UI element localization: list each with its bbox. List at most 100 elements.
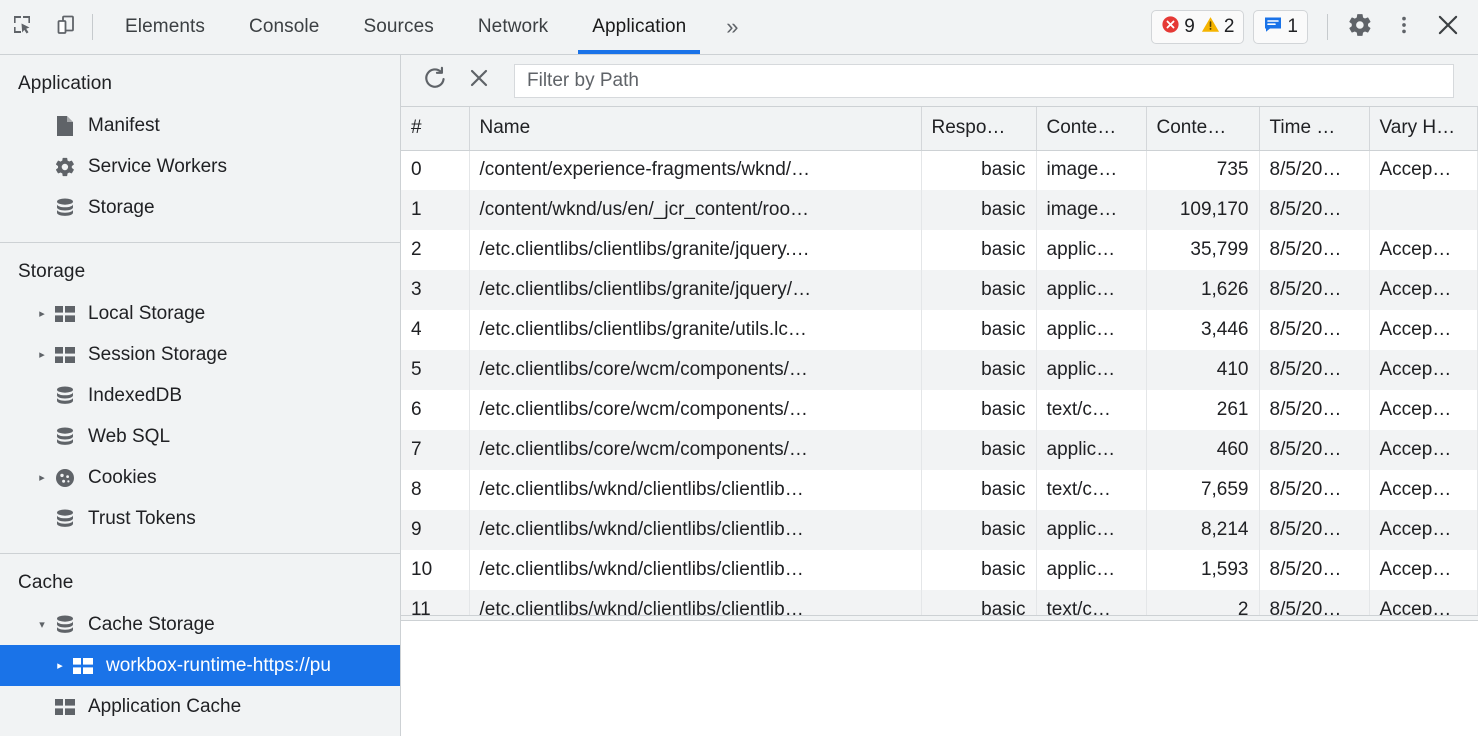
cell-response-type: basic (921, 430, 1037, 470)
more-options-button[interactable] (1382, 5, 1426, 49)
table-row[interactable]: 9/etc.clientlibs/wknd/clientlibs/clientl… (401, 510, 1478, 550)
delete-selected-button[interactable] (457, 59, 501, 103)
database-icon (52, 508, 78, 530)
table-row[interactable]: 10/etc.clientlibs/wknd/clientlibs/client… (401, 550, 1478, 590)
toolbar-right-group: 9 2 (1151, 5, 1478, 49)
cell-name: /etc.clientlibs/clientlibs/granite/utils… (469, 310, 922, 350)
cell-vary-header: Accep… (1369, 390, 1478, 430)
device-toolbar-button[interactable] (44, 5, 88, 49)
more-tabs-button[interactable]: » (726, 14, 739, 39)
cell-vary-header: Accep… (1369, 430, 1478, 470)
cell-time-cached: 8/5/20… (1259, 350, 1370, 390)
sidebar-item-label: Storage (88, 196, 155, 218)
table-row[interactable]: 0/content/experience-fragments/wknd/…bas… (401, 150, 1478, 190)
cell-index: 3 (401, 270, 470, 310)
warning-icon (1201, 15, 1220, 40)
tab-console[interactable]: Console (249, 16, 320, 37)
warning-counter[interactable]: 2 (1201, 15, 1235, 40)
settings-button[interactable] (1338, 5, 1382, 49)
sidebar-item-label: Session Storage (88, 343, 228, 365)
sidebar-section-application: Application▸Manifest▸Service Workers▸Sto… (0, 55, 400, 243)
sidebar-item-application-cache[interactable]: ▸Application Cache (0, 686, 400, 727)
cell-time-cached: 8/5/20… (1259, 590, 1370, 615)
cell-content-type: text/c… (1036, 470, 1147, 510)
cell-vary-header: Accep… (1369, 510, 1478, 550)
chevron-right-icon: ▸ (34, 430, 50, 443)
cell-content-length: 2 (1146, 590, 1260, 615)
table-row[interactable]: 2/etc.clientlibs/clientlibs/granite/jque… (401, 230, 1478, 270)
messages-counter-group[interactable]: 1 (1253, 10, 1308, 44)
sidebar-item-storage[interactable]: ▸Storage (0, 187, 400, 228)
sidebar-item-label: Cache Storage (88, 613, 215, 635)
tab-network[interactable]: Network (477, 16, 549, 37)
tab-elements[interactable]: Elements (125, 16, 206, 37)
table-row[interactable]: 5/etc.clientlibs/core/wcm/components/…ba… (401, 350, 1478, 390)
table-row[interactable]: 3/etc.clientlibs/clientlibs/granite/jque… (401, 270, 1478, 310)
close-devtools-button[interactable] (1426, 5, 1470, 49)
refresh-cache-button[interactable] (413, 59, 457, 103)
table-row[interactable]: 1/content/wknd/us/en/_jcr_content/roo…ba… (401, 190, 1478, 230)
chevron-right-icon[interactable]: ▸ (39, 308, 45, 320)
sidebar-item-service-workers[interactable]: ▸Service Workers (0, 146, 400, 187)
panel-splitter[interactable] (401, 615, 1478, 621)
cell-index: 9 (401, 510, 470, 550)
sidebar-item-cookies[interactable]: ▸Cookies (0, 457, 400, 498)
table-row[interactable]: 4/etc.clientlibs/clientlibs/granite/util… (401, 310, 1478, 350)
tab-application[interactable]: Application (570, 0, 708, 54)
cell-name: /etc.clientlibs/wknd/clientlibs/clientli… (469, 550, 922, 590)
cell-content-length: 8,214 (1146, 510, 1260, 550)
cell-name: /etc.clientlibs/wknd/clientlibs/clientli… (469, 470, 922, 510)
table-header-row: # Name Respo… Conte… Conte… Time … Vary … (401, 107, 1478, 151)
sidebar-item-label: workbox-runtime-https://pu (106, 654, 331, 676)
sidebar-item-label: Service Workers (88, 155, 228, 177)
cell-content-length: 410 (1146, 350, 1260, 390)
cell-name: /etc.clientlibs/core/wcm/components/… (469, 350, 922, 390)
sidebar-item-trust-tokens[interactable]: ▸Trust Tokens (0, 498, 400, 539)
cell-content-type: applic… (1036, 430, 1147, 470)
sidebar-item-web-sql[interactable]: ▸Web SQL (0, 416, 400, 457)
tab-sources[interactable]: Sources (363, 16, 434, 37)
column-header-index[interactable]: # (401, 107, 470, 151)
devtools-body: Application▸Manifest▸Service Workers▸Sto… (0, 55, 1478, 736)
cell-content-length: 3,446 (1146, 310, 1260, 350)
table-row[interactable]: 7/etc.clientlibs/core/wcm/components/…ba… (401, 430, 1478, 470)
filter-by-path-input[interactable] (514, 63, 1454, 98)
sidebar-item-workbox-runtime-https-pu[interactable]: ▸workbox-runtime-https://pu (0, 645, 400, 686)
cell-time-cached: 8/5/20… (1259, 470, 1370, 510)
inspect-element-button[interactable] (0, 5, 44, 49)
sidebar-section-storage: Storage▸Local Storage▸Session Storage▸In… (0, 243, 400, 554)
table-row[interactable]: 8/etc.clientlibs/wknd/clientlibs/clientl… (401, 470, 1478, 510)
cell-response-type: basic (921, 550, 1037, 590)
cell-content-type: applic… (1036, 350, 1147, 390)
column-header-response-type[interactable]: Respo… (921, 107, 1037, 151)
sidebar-item-session-storage[interactable]: ▸ Session Storage (0, 334, 400, 375)
message-counter[interactable]: 1 (1263, 14, 1298, 40)
column-header-content-length[interactable]: Conte… (1146, 107, 1260, 151)
sidebar-item-local-storage[interactable]: ▸Local Storage (0, 293, 400, 334)
table-row[interactable]: 11/etc.clientlibs/wknd/clientlibs/client… (401, 590, 1478, 615)
chevron-down-icon[interactable]: ▾ (39, 619, 45, 631)
chevron-right-icon[interactable]: ▸ (39, 349, 45, 361)
cell-response-type: basic (921, 390, 1037, 430)
sidebar-item-manifest[interactable]: ▸Manifest (0, 105, 400, 146)
cell-name: /etc.clientlibs/clientlibs/granite/jquer… (469, 230, 922, 270)
database-icon (52, 385, 78, 407)
chevron-right-icon[interactable]: ▸ (39, 472, 45, 484)
cell-time-cached: 8/5/20… (1259, 550, 1370, 590)
issues-counter-group[interactable]: 9 2 (1151, 10, 1245, 44)
cell-vary-header: Accep… (1369, 470, 1478, 510)
sidebar-item-cache-storage[interactable]: ▾ Cache Storage (0, 604, 400, 645)
column-header-vary-header[interactable]: Vary H… (1369, 107, 1478, 151)
table-icon (52, 698, 78, 716)
warning-count: 2 (1223, 16, 1235, 37)
column-header-content-type[interactable]: Conte… (1036, 107, 1147, 151)
table-icon (52, 305, 78, 323)
error-counter[interactable]: 9 (1161, 15, 1195, 40)
column-header-time-cached[interactable]: Time … (1259, 107, 1370, 151)
chevron-right-icon: ▸ (34, 700, 50, 713)
gear-icon (1347, 12, 1373, 43)
cell-time-cached: 8/5/20… (1259, 230, 1370, 270)
sidebar-item-indexeddb[interactable]: ▸IndexedDB (0, 375, 400, 416)
column-header-name[interactable]: Name (469, 107, 922, 151)
table-row[interactable]: 6/etc.clientlibs/core/wcm/components/…ba… (401, 390, 1478, 430)
